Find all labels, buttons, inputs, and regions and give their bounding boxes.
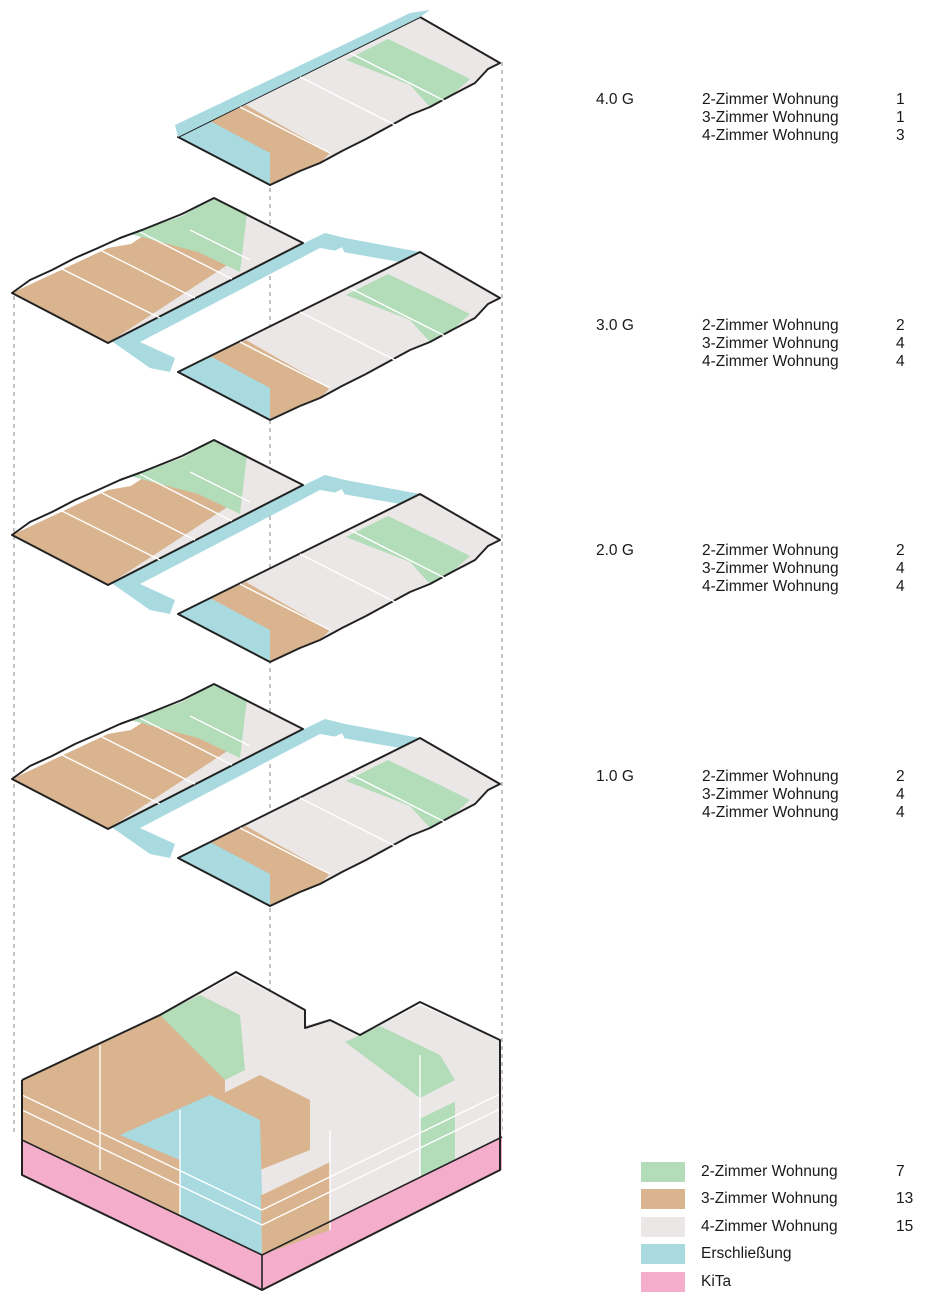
unit-count: 4 (896, 353, 905, 370)
legend-item-kita: KiTa (641, 1272, 930, 1292)
legend-label: 3-Zimmer Wohnung (701, 1190, 838, 1207)
legend-item-3-zimmer: 3-Zimmer Wohnung 13 (641, 1189, 930, 1209)
unit-count: 4 (896, 560, 905, 577)
legend-label: Erschließung (701, 1245, 792, 1262)
legend-item-4-zimmer: 4-Zimmer Wohnung 15 (641, 1217, 930, 1237)
floor-3-plan (11, 197, 501, 421)
floor-level: 2.0 G (596, 542, 634, 559)
unit-count: 4 (896, 335, 905, 352)
unit-label: 4-Zimmer Wohnung (702, 804, 839, 821)
floor-level: 1.0 G (596, 768, 634, 785)
legend-count: 7 (896, 1163, 905, 1180)
unit-label: 4-Zimmer Wohnung (702, 353, 839, 370)
unit-count: 4 (896, 804, 905, 821)
legend-label: KiTa (701, 1273, 732, 1290)
legend-item-erschliessung: Erschließung (641, 1244, 930, 1264)
unit-label: 3-Zimmer Wohnung (702, 335, 839, 352)
legend-swatch (641, 1272, 685, 1292)
unit-count: 2 (896, 317, 905, 334)
unit-label: 2-Zimmer Wohnung (702, 768, 839, 785)
floor-4-plan (175, 10, 501, 186)
unit-label: 2-Zimmer Wohnung (702, 91, 839, 108)
legend-label: 2-Zimmer Wohnung (701, 1163, 838, 1180)
legend-swatch (641, 1217, 685, 1237)
legend-swatch (641, 1162, 685, 1182)
floor-level: 3.0 G (596, 317, 634, 334)
unit-label: 4-Zimmer Wohnung (702, 127, 839, 144)
floor-level: 4.0 G (596, 91, 634, 108)
unit-count: 2 (896, 768, 905, 785)
legend-item-2-zimmer: 2-Zimmer Wohnung 7 (641, 1162, 930, 1182)
axonometric-drawing (11, 10, 503, 1291)
building-volume (21, 971, 503, 1291)
unit-label: 2-Zimmer Wohnung (702, 542, 839, 559)
unit-count: 1 (896, 91, 905, 108)
unit-count: 3 (896, 127, 905, 144)
unit-label: 3-Zimmer Wohnung (702, 786, 839, 803)
unit-label: 3-Zimmer Wohnung (702, 109, 839, 126)
unit-count: 2 (896, 542, 905, 559)
legend-label: 4-Zimmer Wohnung (701, 1218, 838, 1235)
floor-1-plan (11, 683, 501, 907)
unit-label: 3-Zimmer Wohnung (702, 560, 839, 577)
floor-2-plan (11, 439, 501, 663)
legend-count: 13 (896, 1190, 914, 1207)
legend-swatch (641, 1189, 685, 1209)
unit-label: 2-Zimmer Wohnung (702, 317, 839, 334)
unit-label: 4-Zimmer Wohnung (702, 578, 839, 595)
unit-count: 4 (896, 578, 905, 595)
legend-count: 15 (896, 1218, 914, 1235)
unit-count: 4 (896, 786, 905, 803)
legend-swatch (641, 1244, 685, 1264)
unit-count: 1 (896, 109, 905, 126)
